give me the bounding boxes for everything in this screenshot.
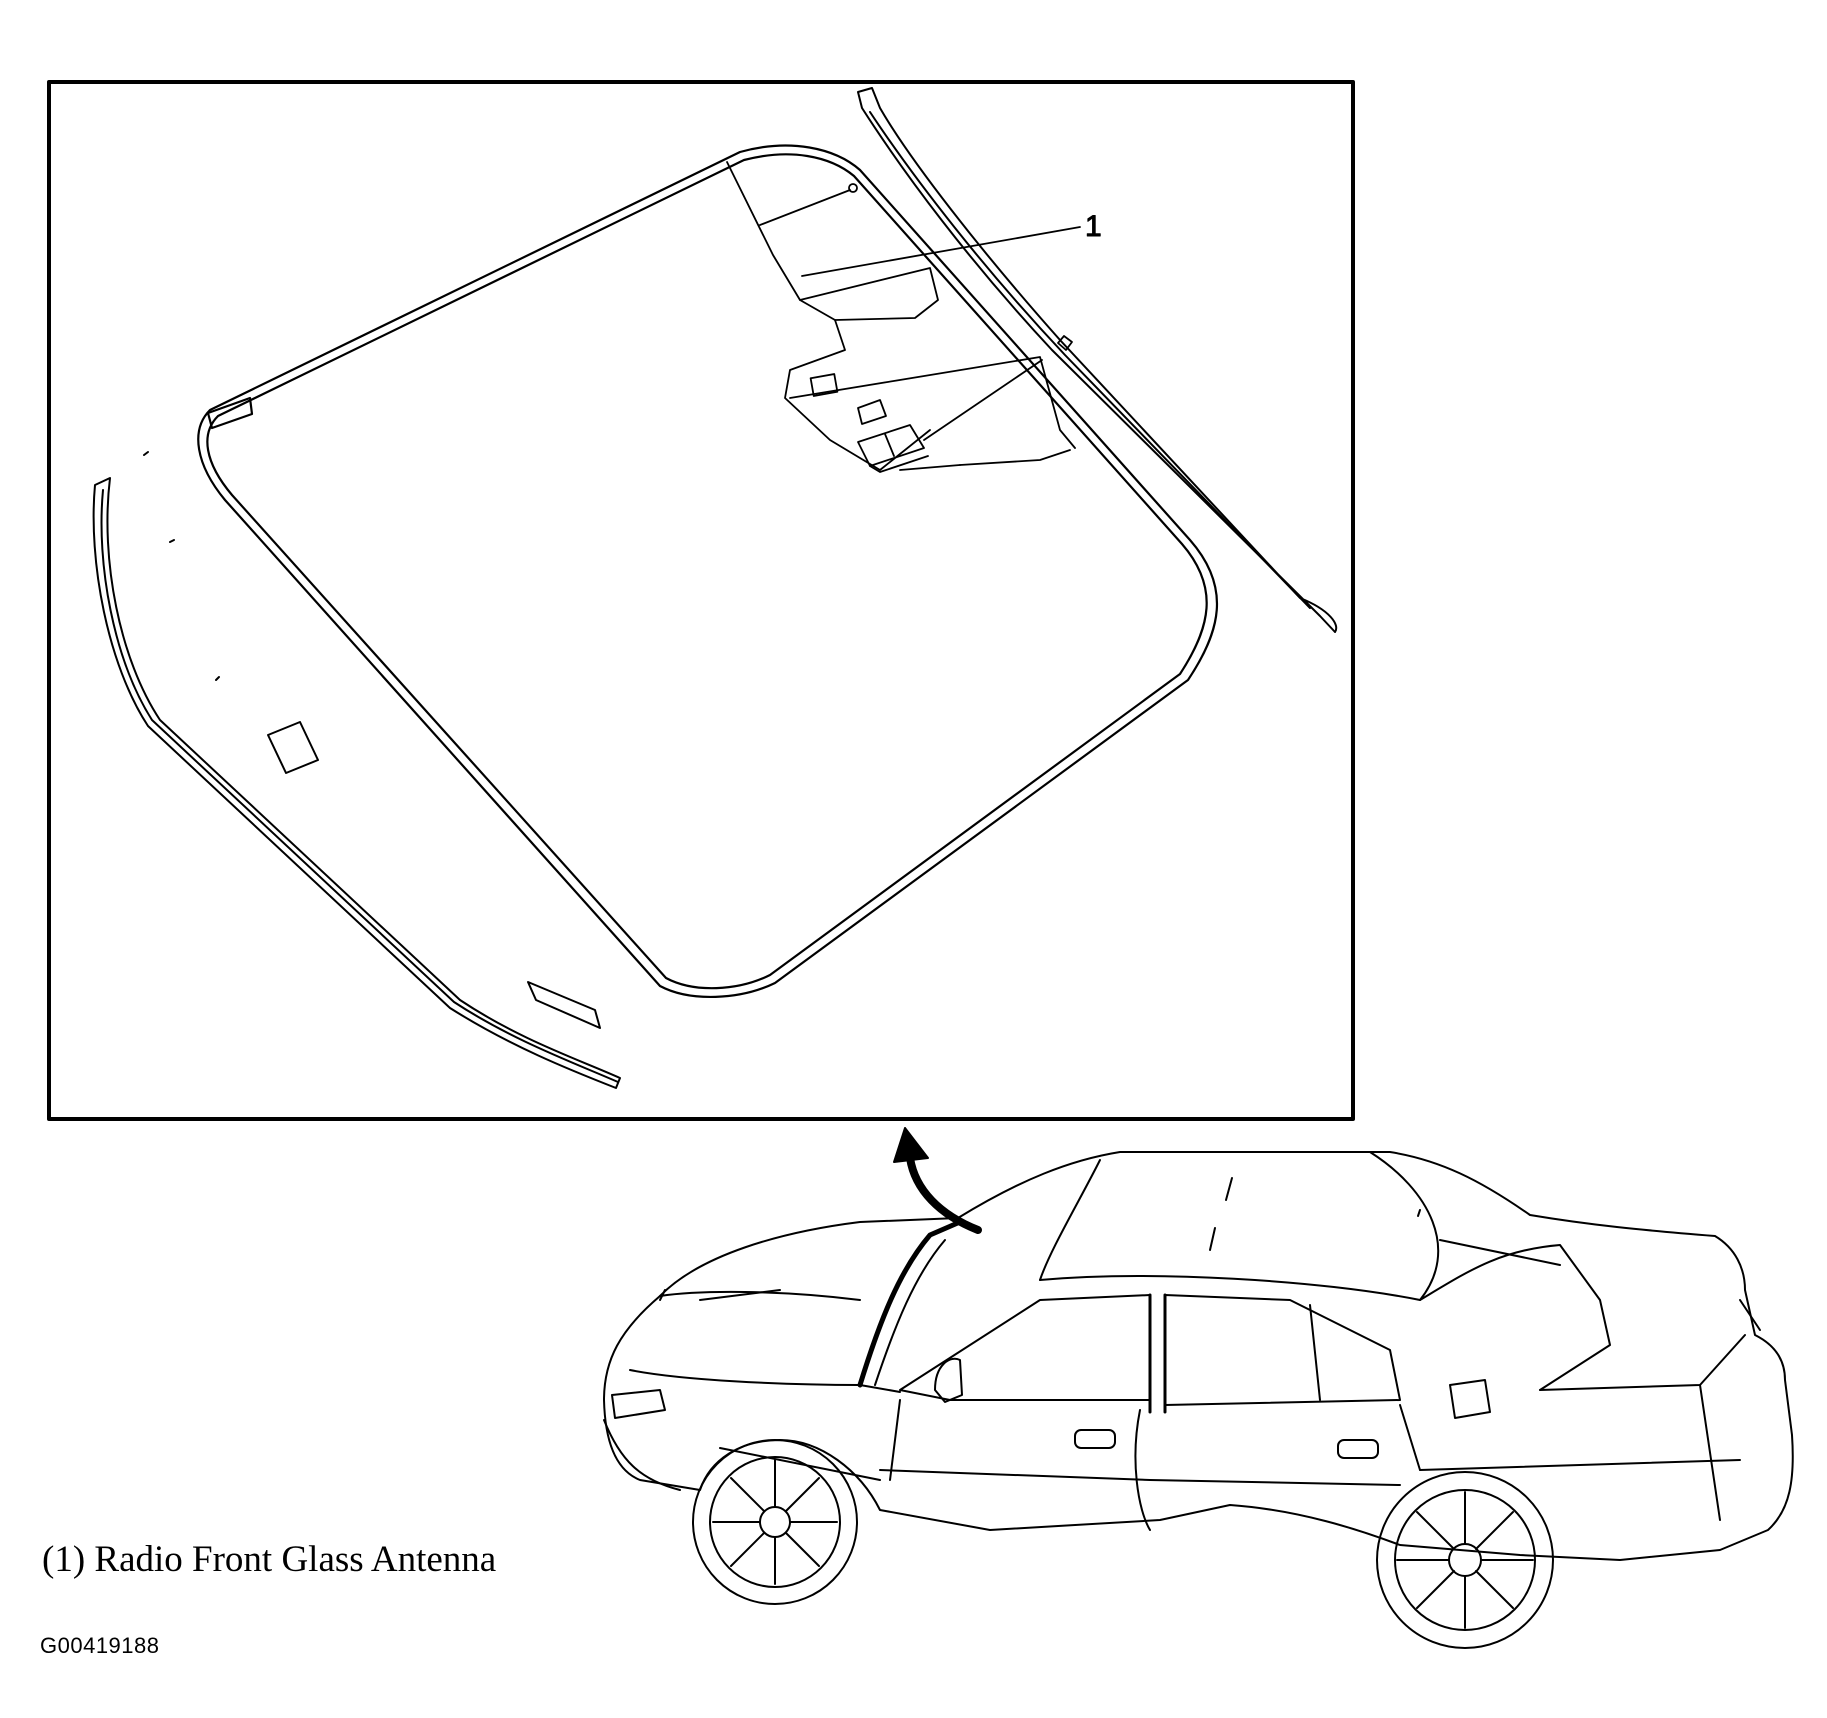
figure-id: G00419188 (40, 1633, 160, 1658)
left-reveal-molding (92, 451, 621, 1089)
detail-frame (47, 80, 1355, 1121)
sedan-illustration (603, 1151, 1794, 1561)
antenna-printed-element (726, 161, 1076, 473)
locator-arrow (893, 1127, 982, 1234)
callout-leader-1 (801, 226, 1081, 277)
legend-caption: (1) Radio Front Glass Antenna (42, 1539, 497, 1580)
right-reveal-molding (857, 87, 1338, 633)
rear-wheel (1376, 1471, 1554, 1649)
callout-number-1: 1 (1085, 210, 1102, 243)
front-wheel (692, 1439, 858, 1605)
windshield-glass (197, 144, 1219, 998)
